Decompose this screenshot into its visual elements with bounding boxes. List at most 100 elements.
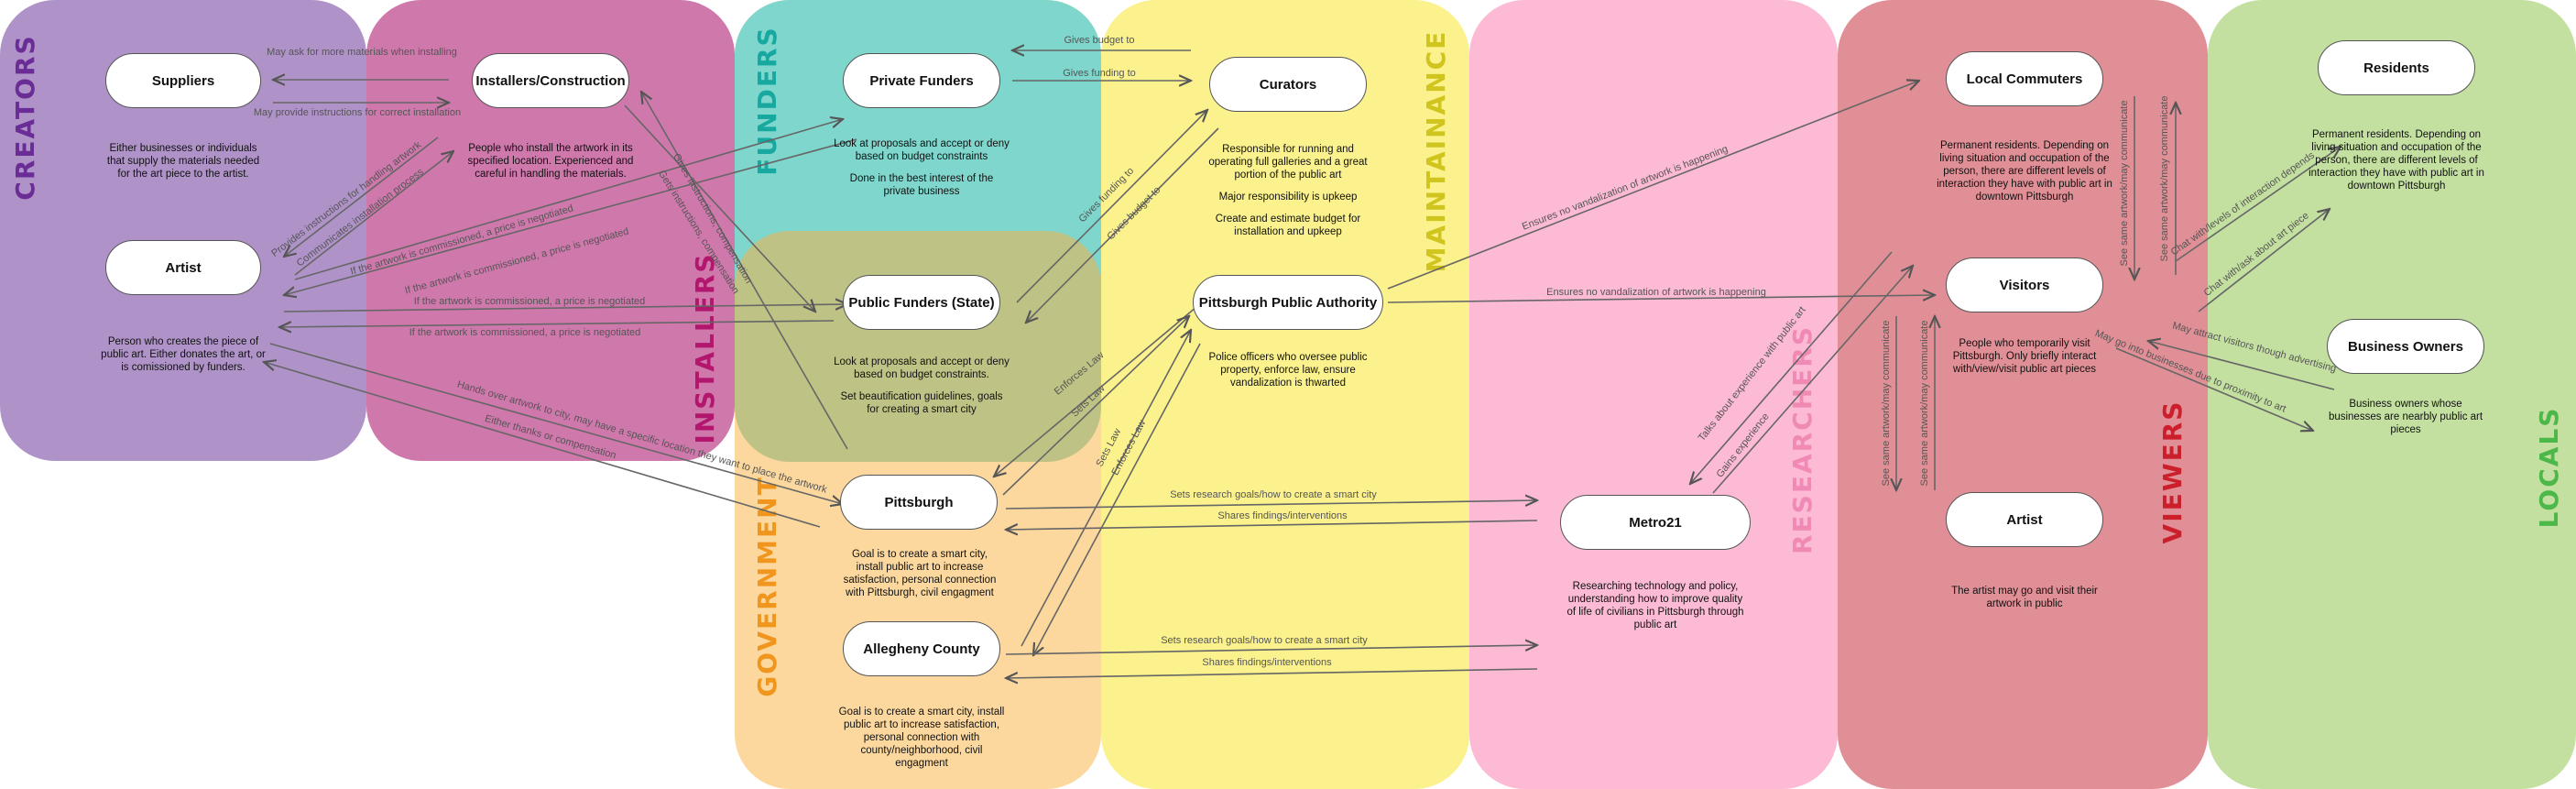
edge-line-9 [624,104,815,312]
desc-local-commuters: Permanent residents. Depending on living… [1935,139,2114,213]
desc-ppa: Police officers who oversee public prope… [1200,351,1376,399]
edge-label-20: Sets research goals/how to create a smar… [1170,489,1377,500]
node-private-funders[interactable]: Private Funders [843,53,1000,108]
edge-label-25: Ensures no vandalization of artwork is h… [1546,287,1766,298]
desc-paragraph: Responsible for running and operating fu… [1208,144,1368,181]
desc-pittsburgh: Goal is to create a smart city, install … [838,548,1001,608]
node-business-owners[interactable]: Business Owners [2327,319,2484,374]
desc-paragraph: People who install the artwork in its sp… [467,143,634,180]
edge-line-19 [1033,343,1201,655]
desc-curators: Responsible for running and operating fu… [1200,143,1376,247]
node-suppliers[interactable]: Suppliers [105,53,261,108]
edge-line-7 [279,320,835,327]
desc-paragraph: Major responsibility is upkeep [1218,192,1358,203]
desc-installers: People who install the artwork in its sp… [467,142,634,190]
edge-line-5 [284,138,857,295]
edge-label-31: See same artwork/may communicate [1919,321,1930,487]
edge-line-6 [283,304,847,312]
node-visitors[interactable]: Visitors [1946,258,2103,312]
node-ppa[interactable]: Pittsburgh Public Authority [1193,275,1383,330]
edge-label-34: May attract visitors though advertising [2171,320,2337,374]
node-pittsburgh[interactable]: Pittsburgh [840,475,998,530]
desc-visitors: People who temporarily visit Pittsburgh.… [1937,337,2112,385]
node-public-funders[interactable]: Public Funders (State) [843,275,1000,330]
edge-line-23 [1006,668,1538,678]
node-allegheny[interactable]: Allegheny County [843,621,1000,676]
edge-label-10: Hands over artwork to city, may have a s… [456,379,829,496]
region-locals [2208,0,2576,789]
desc-paragraph: Researching technology and policy, under… [1566,581,1744,630]
desc-paragraph: Look at proposals and accept or deny bas… [834,356,1010,380]
region-viewers [1838,0,2208,789]
edge-label-24: Ensures no vandalization of artwork is h… [1521,144,1730,233]
desc-artist-viewer: The artist may go and visit their artwor… [1940,585,2109,619]
desc-suppliers: Either businesses or individuals that su… [101,142,266,190]
edge-line-26 [1690,251,1893,484]
edge-label-32: Chat with/levels of interaction depends [2169,149,2318,258]
desc-artist-creator: Person who creates the piece of public a… [101,335,266,383]
edge-label-26: Talks about experience with public art [1697,304,1808,443]
node-curators[interactable]: Curators [1209,57,1367,112]
edge-line-11 [264,362,821,528]
desc-paragraph: The artist may go and visit their artwor… [1951,586,2098,609]
edge-label-4: If the artwork is commissioned, a price … [349,203,574,278]
edge-label-21: Shares findings/interventions [1217,510,1348,521]
edge-label-22: Sets research goals/how to create a smar… [1161,635,1368,646]
node-local-commuters[interactable]: Local Commuters [1946,51,2103,106]
edge-label-35: May go into businesses due to proximity … [2093,328,2287,415]
node-artist-viewer[interactable]: Artist [1946,492,2103,547]
edge-line-21 [1006,520,1538,530]
edge-line-10 [269,343,843,504]
edge-line-24 [1387,81,1919,290]
edge-line-2 [284,137,439,257]
region-researchers [1469,0,1838,789]
edge-line-27 [1712,266,1913,494]
desc-private-funders: Look at proposals and accept or deny bas… [834,137,1010,207]
edge-line-32 [2175,147,2341,262]
desc-public-funders: Look at proposals and accept or deny bas… [834,356,1010,425]
desc-paragraph: Set beautification guidelines, goals for… [840,391,1003,415]
edge-line-20 [1005,500,1537,510]
desc-paragraph: Permanent residents. Depending on living… [2309,129,2484,192]
edge-label-8: Gives instructions, compensation [671,152,754,286]
edge-line-16 [994,301,1203,477]
edge-line-22 [1005,645,1537,655]
desc-paragraph: Look at proposals and accept or deny bas… [834,138,1010,162]
edge-label-30: See same artwork/may communicate [1881,321,1892,487]
edge-line-34 [2148,341,2335,390]
node-metro21[interactable]: Metro21 [1560,495,1751,550]
node-installers[interactable]: Installers/Construction [472,53,629,108]
edge-label-19: Enforces Law [1109,418,1148,477]
node-artist-creator[interactable]: Artist [105,240,261,295]
desc-business-owners: Business owners whose businesses are nea… [2325,398,2486,445]
edge-line-33 [2198,209,2330,312]
desc-metro21: Researching technology and policy, under… [1564,580,1747,641]
desc-paragraph: Create and estimate budget for installat… [1215,214,1361,237]
region-maintainance [1101,0,1469,789]
edge-label-1: May provide instructions for correct ins… [254,107,461,118]
edge-line-18 [1021,330,1191,647]
desc-paragraph: Either businesses or individuals that su… [106,143,260,180]
edge-line-35 [2115,347,2313,431]
desc-allegheny: Goal is to create a smart city, install … [838,706,1005,779]
edge-label-0: May ask for more materials when installi… [267,47,457,58]
desc-residents: Permanent residents. Depending on living… [2307,128,2486,202]
edge-label-6: If the artwork is commissioned, a price … [414,296,646,307]
region-government-overlap [735,231,1101,462]
desc-paragraph: Goal is to create a smart city, install … [843,549,997,598]
edge-line-17 [1002,316,1189,496]
node-residents[interactable]: Residents [2318,40,2475,95]
edge-label-7: If the artwork is commissioned, a price … [409,327,641,338]
edge-label-13: Gives funding to [1063,68,1136,79]
edge-line-4 [294,119,843,280]
desc-paragraph: Police officers who oversee public prope… [1208,352,1368,389]
edge-line-3 [294,151,453,276]
desc-paragraph: Permanent residents. Depending on living… [1937,140,2112,203]
desc-paragraph: People who temporarily visit Pittsburgh.… [1952,338,2097,375]
edge-line-8 [641,92,848,450]
edge-line-25 [1387,295,1935,303]
edge-label-29: See same artwork/may communicate [2159,96,2170,262]
edge-label-28: See same artwork/may communicate [2119,101,2130,267]
desc-paragraph: Business owners whose businesses are nea… [2328,399,2483,435]
